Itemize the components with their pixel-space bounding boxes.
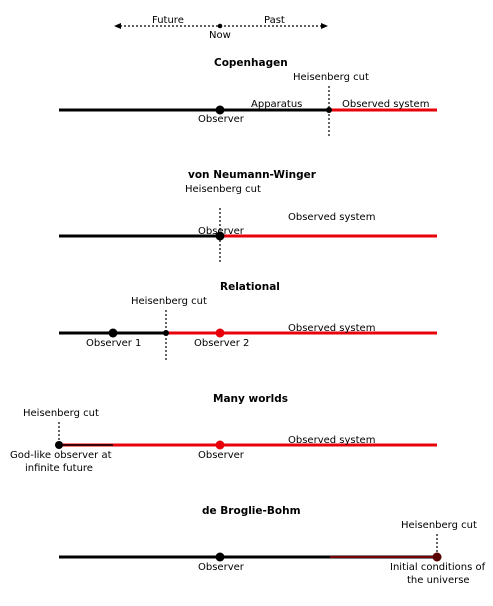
section-von-neumann-winger: von Neumann-Winger Heisenberg cut Observ…	[59, 169, 437, 263]
observer-label: Observer	[198, 226, 245, 237]
observer-label: Observer	[198, 562, 245, 573]
timeline-past-label: Past	[264, 15, 285, 26]
heisenberg-cut-label: Heisenberg cut	[293, 72, 369, 83]
observer-label: Observer	[198, 114, 245, 125]
timeline-legend: Future Past Now	[114, 15, 328, 41]
section-de-broglie-bohm: de Broglie-Bohm Heisenberg cut Observer …	[59, 505, 486, 586]
section-many-worlds: Many worlds Heisenberg cut Observed syst…	[10, 393, 437, 474]
timeline-future-label: Future	[152, 15, 184, 26]
observer-node	[215, 552, 225, 562]
observer-2-node	[215, 328, 225, 338]
heisenberg-cut-label: Heisenberg cut	[185, 184, 261, 195]
godlike-observer-label-line2: infinite future	[25, 463, 93, 474]
timeline-now-label: Now	[209, 30, 231, 41]
initial-conditions-label-line2: the universe	[407, 575, 470, 586]
section-title: von Neumann-Winger	[188, 169, 317, 181]
apparatus-label: Apparatus	[251, 99, 302, 110]
heisenberg-cut-label: Heisenberg cut	[131, 296, 207, 307]
section-copenhagen: Copenhagen Heisenberg cut Apparatus Obse…	[59, 57, 437, 138]
observer-node	[215, 231, 225, 241]
section-title: de Broglie-Bohm	[202, 505, 301, 517]
observer-node	[215, 105, 225, 115]
initial-conditions-node	[432, 552, 442, 562]
heisenberg-cut-label: Heisenberg cut	[23, 408, 99, 419]
section-relational: Relational Heisenberg cut Observed syste…	[59, 281, 437, 360]
section-title: Relational	[220, 281, 280, 293]
observer-node	[215, 440, 225, 450]
observer-1-node	[108, 328, 118, 338]
godlike-observer-label-line1: God-like observer at	[10, 450, 112, 461]
observer-2-label: Observer 2	[194, 338, 249, 349]
observed-system-label: Observed system	[342, 99, 429, 110]
section-title: Many worlds	[213, 393, 288, 405]
section-title: Copenhagen	[214, 57, 288, 69]
observed-system-label: Observed system	[288, 323, 375, 334]
observer-1-label: Observer 1	[86, 338, 141, 349]
observed-system-label: Observed system	[288, 435, 375, 446]
godlike-observer-node	[55, 441, 63, 449]
timeline-left-arrowhead	[114, 23, 121, 29]
timeline-now-dot	[217, 23, 223, 29]
initial-conditions-label-line1: Initial conditions of	[390, 562, 486, 573]
observer-label: Observer	[198, 450, 245, 461]
cut-node	[163, 330, 169, 336]
cut-node	[326, 107, 332, 113]
heisenberg-cut-label: Heisenberg cut	[401, 520, 477, 531]
observed-system-label: Observed system	[288, 212, 375, 223]
timeline-right-arrowhead	[321, 23, 328, 29]
